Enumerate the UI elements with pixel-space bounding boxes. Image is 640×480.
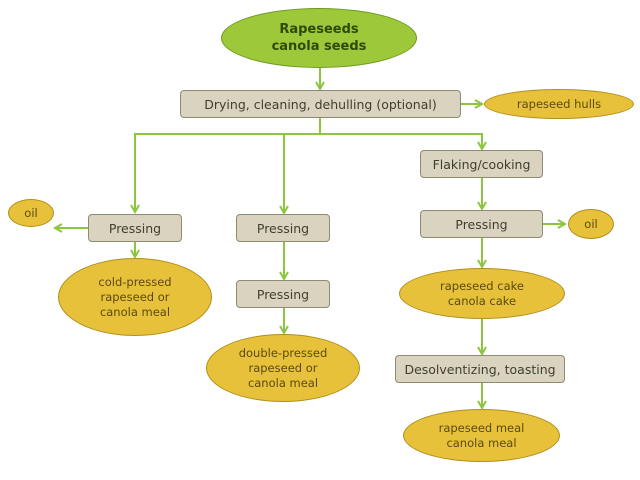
product-double-pressed-meal: double-pressed rapeseed or canola meal	[206, 334, 360, 402]
cold-meal-line2: rapeseed or	[100, 289, 170, 304]
product-rapeseed-cake: rapeseed cake canola cake	[399, 268, 565, 319]
start-node-line1: Rapeseeds	[279, 22, 359, 37]
arrow-branch-to-press-left	[135, 133, 320, 212]
start-node-rapeseeds: Rapeseeds canola seeds	[221, 8, 417, 68]
double-meal-line2: rapeseed or	[248, 360, 318, 375]
meal-line2: canola meal	[446, 435, 517, 450]
start-node-line2: canola seeds	[271, 39, 367, 54]
process-pressing-mid-1: Pressing	[236, 214, 330, 242]
process-pressing-right: Pressing	[420, 210, 543, 238]
cold-meal-line3: canola meal	[99, 304, 171, 319]
double-meal-line3: canola meal	[247, 375, 319, 390]
cake-line1: rapeseed cake	[440, 278, 524, 293]
process-pressing-left: Pressing	[88, 214, 182, 242]
product-rapeseed-hulls: rapeseed hulls	[484, 89, 634, 119]
process-flaking-cooking: Flaking/cooking	[420, 150, 543, 178]
oil-right-label: oil	[584, 216, 598, 231]
product-hulls-label: rapeseed hulls	[516, 96, 602, 111]
cake-line2: canola cake	[447, 293, 517, 308]
process-desolventizing-toasting: Desolventizing, toasting	[395, 355, 565, 383]
cold-meal-line1: cold-pressed	[98, 274, 172, 289]
oil-left-label: oil	[24, 205, 38, 220]
double-meal-line1: double-pressed	[238, 345, 328, 360]
meal-line1: rapeseed meal	[438, 420, 525, 435]
arrow-branch-to-flaking	[320, 133, 482, 149]
process-drying: Drying, cleaning, dehulling (optional)	[180, 90, 461, 118]
product-rapeseed-meal: rapeseed meal canola meal	[403, 409, 560, 462]
product-oil-left: oil	[8, 199, 54, 227]
process-pressing-mid-2: Pressing	[236, 280, 330, 308]
product-oil-right: oil	[568, 209, 614, 239]
product-cold-pressed-meal: cold-pressed rapeseed or canola meal	[58, 258, 212, 336]
